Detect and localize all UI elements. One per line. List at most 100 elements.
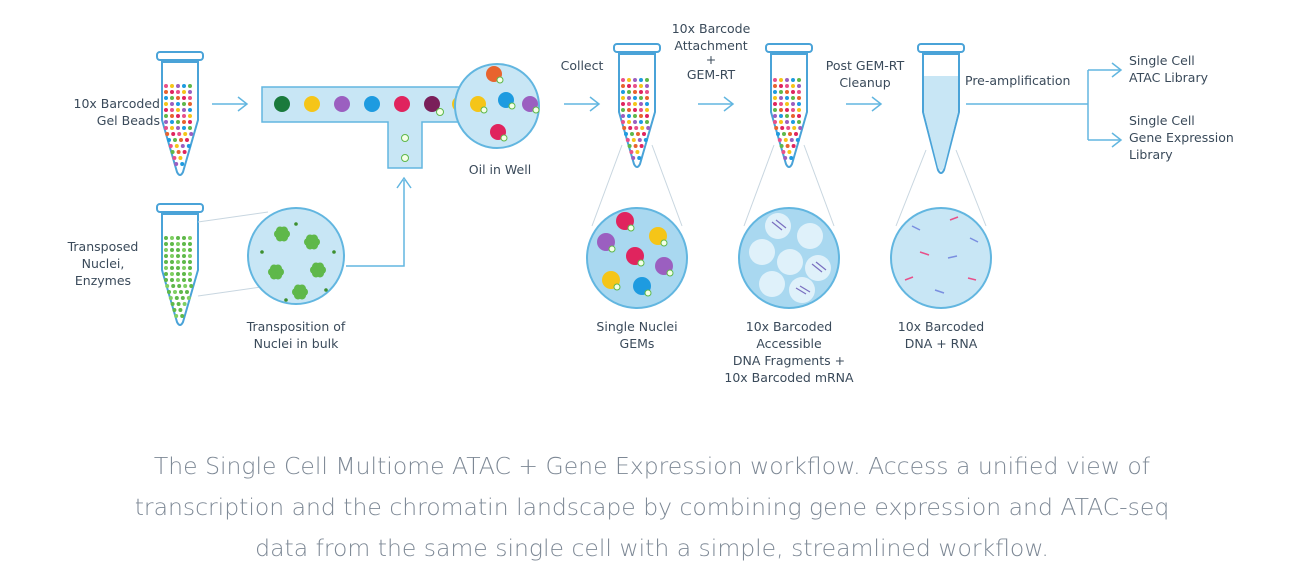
single-nuclei-gems-line1: Single Nuclei: [596, 319, 678, 334]
tube-dot: [779, 90, 783, 94]
tube-dot: [176, 278, 180, 282]
tube-dot: [639, 84, 643, 88]
tube-dot: [176, 242, 180, 246]
tube-dot: [639, 78, 643, 82]
tube-dot: [188, 108, 192, 112]
gex-library-line1: Single Cell: [1129, 113, 1195, 128]
tube-dot: [627, 120, 631, 124]
tube-dot: [188, 236, 192, 240]
barcode-attachment-plus: +: [705, 52, 717, 67]
oil-in-well-label: Oil in Well: [452, 161, 548, 178]
barcoded-dna-rna-line1: 10x Barcoded: [897, 319, 985, 334]
tube-dot: [178, 156, 183, 160]
gex-library-line3: Library: [1129, 147, 1173, 162]
tube-dot: [645, 90, 649, 94]
tube-dot: [189, 132, 194, 136]
tube-dot: [627, 108, 631, 112]
gex-library-line2: Gene Expression: [1129, 130, 1234, 145]
tube-dot: [188, 254, 192, 258]
atac-library-line2: ATAC Library: [1129, 70, 1208, 85]
nucleus-dot: [436, 108, 444, 116]
tube-dot: [780, 126, 785, 130]
tube-dot: [182, 120, 186, 124]
tube-dot: [182, 84, 186, 88]
tube-dot: [639, 102, 643, 106]
tube-dot: [176, 84, 180, 88]
tube-dot: [176, 150, 181, 154]
tube-dot: [773, 120, 777, 124]
nucleus-dot: [401, 134, 409, 142]
tube-dot: [783, 156, 788, 160]
tube-dot: [646, 126, 651, 130]
tube-dot: [633, 90, 637, 94]
channel-bead: [304, 96, 320, 112]
tube-dot: [791, 144, 796, 148]
tube-dot: [185, 138, 189, 142]
tube-dot: [635, 150, 640, 154]
tube-dot: [621, 84, 625, 88]
tube-dot: [645, 102, 649, 106]
tube-dot: [791, 114, 795, 118]
tube-dot: [773, 84, 777, 88]
tube-dot: [791, 78, 795, 82]
tube-dot: [774, 126, 779, 130]
barcoded-fragments-line3: DNA Fragments +: [732, 353, 846, 368]
tube-dot: [639, 96, 643, 100]
tube-dot: [785, 120, 789, 124]
tube-dot: [170, 266, 174, 270]
tube-dot: [176, 126, 180, 130]
tube-dot: [176, 120, 180, 124]
tube-dot: [627, 90, 631, 94]
tube-dot: [189, 284, 194, 288]
preamp-text: Pre-amplification: [965, 73, 1071, 88]
tube-dot: [170, 96, 174, 100]
chromatin-blob: [316, 262, 324, 271]
tube-dot: [188, 278, 192, 282]
gex-library-label: Single Cell Gene Expression Library: [1129, 112, 1234, 163]
tube-dot: [791, 90, 795, 94]
tube-dot: [785, 90, 789, 94]
tube-dot: [164, 242, 168, 246]
tube-dot: [183, 284, 188, 288]
chromatin-blob: [274, 264, 282, 273]
tube-dot: [633, 144, 638, 148]
gem-tube: [613, 43, 661, 168]
gel-beads-label: 10x Barcoded Gel Beads: [48, 95, 160, 129]
nuclei-dots: [164, 236, 194, 318]
tube-dot: [645, 96, 649, 100]
barcoded-fragments-line4: 10x Barcoded mRNA: [724, 370, 854, 385]
tube-dot: [176, 236, 180, 240]
tube-dot: [176, 272, 180, 276]
barcoded-fragments-label: 10x Barcoded Accessible DNA Fragments + …: [714, 318, 864, 386]
tube-dot: [168, 144, 173, 148]
oil-nucleus: [496, 76, 504, 84]
tube-dot: [164, 114, 168, 118]
tube-dot: [188, 120, 192, 124]
tube-dot: [176, 260, 180, 264]
gem-dots: [621, 78, 651, 160]
tube-dot: [170, 102, 174, 106]
gem-nucleus: [627, 224, 635, 232]
tube-dot: [791, 84, 795, 88]
post-cleanup-label: Post GEM-RT Cleanup: [810, 57, 920, 91]
atac-library-line1: Single Cell: [1129, 53, 1195, 68]
tube-dot: [170, 242, 174, 246]
barcoded-dna-rna-label: 10x Barcoded DNA + RNA: [880, 318, 1002, 352]
oil-nucleus: [500, 134, 508, 142]
gel-beads-label-line1: 10x Barcoded: [73, 96, 160, 111]
nuclei-tube: [156, 203, 204, 326]
caption-line3: data from the same single cell with a si…: [255, 534, 1049, 562]
tube-dot: [631, 138, 636, 142]
tube-dot: [171, 132, 176, 136]
tube-dot: [170, 120, 174, 124]
chromatin-blob: [280, 226, 288, 235]
tube-dot: [779, 114, 783, 118]
tube-dot: [785, 102, 789, 106]
tube-dot: [179, 290, 183, 294]
tube-dot: [779, 108, 783, 112]
tube-dot: [621, 90, 625, 94]
tube-dot: [174, 296, 179, 300]
gel-beads-label-line2: Gel Beads: [96, 113, 160, 128]
oil-nucleus: [480, 106, 488, 114]
tube-dot: [173, 138, 177, 142]
